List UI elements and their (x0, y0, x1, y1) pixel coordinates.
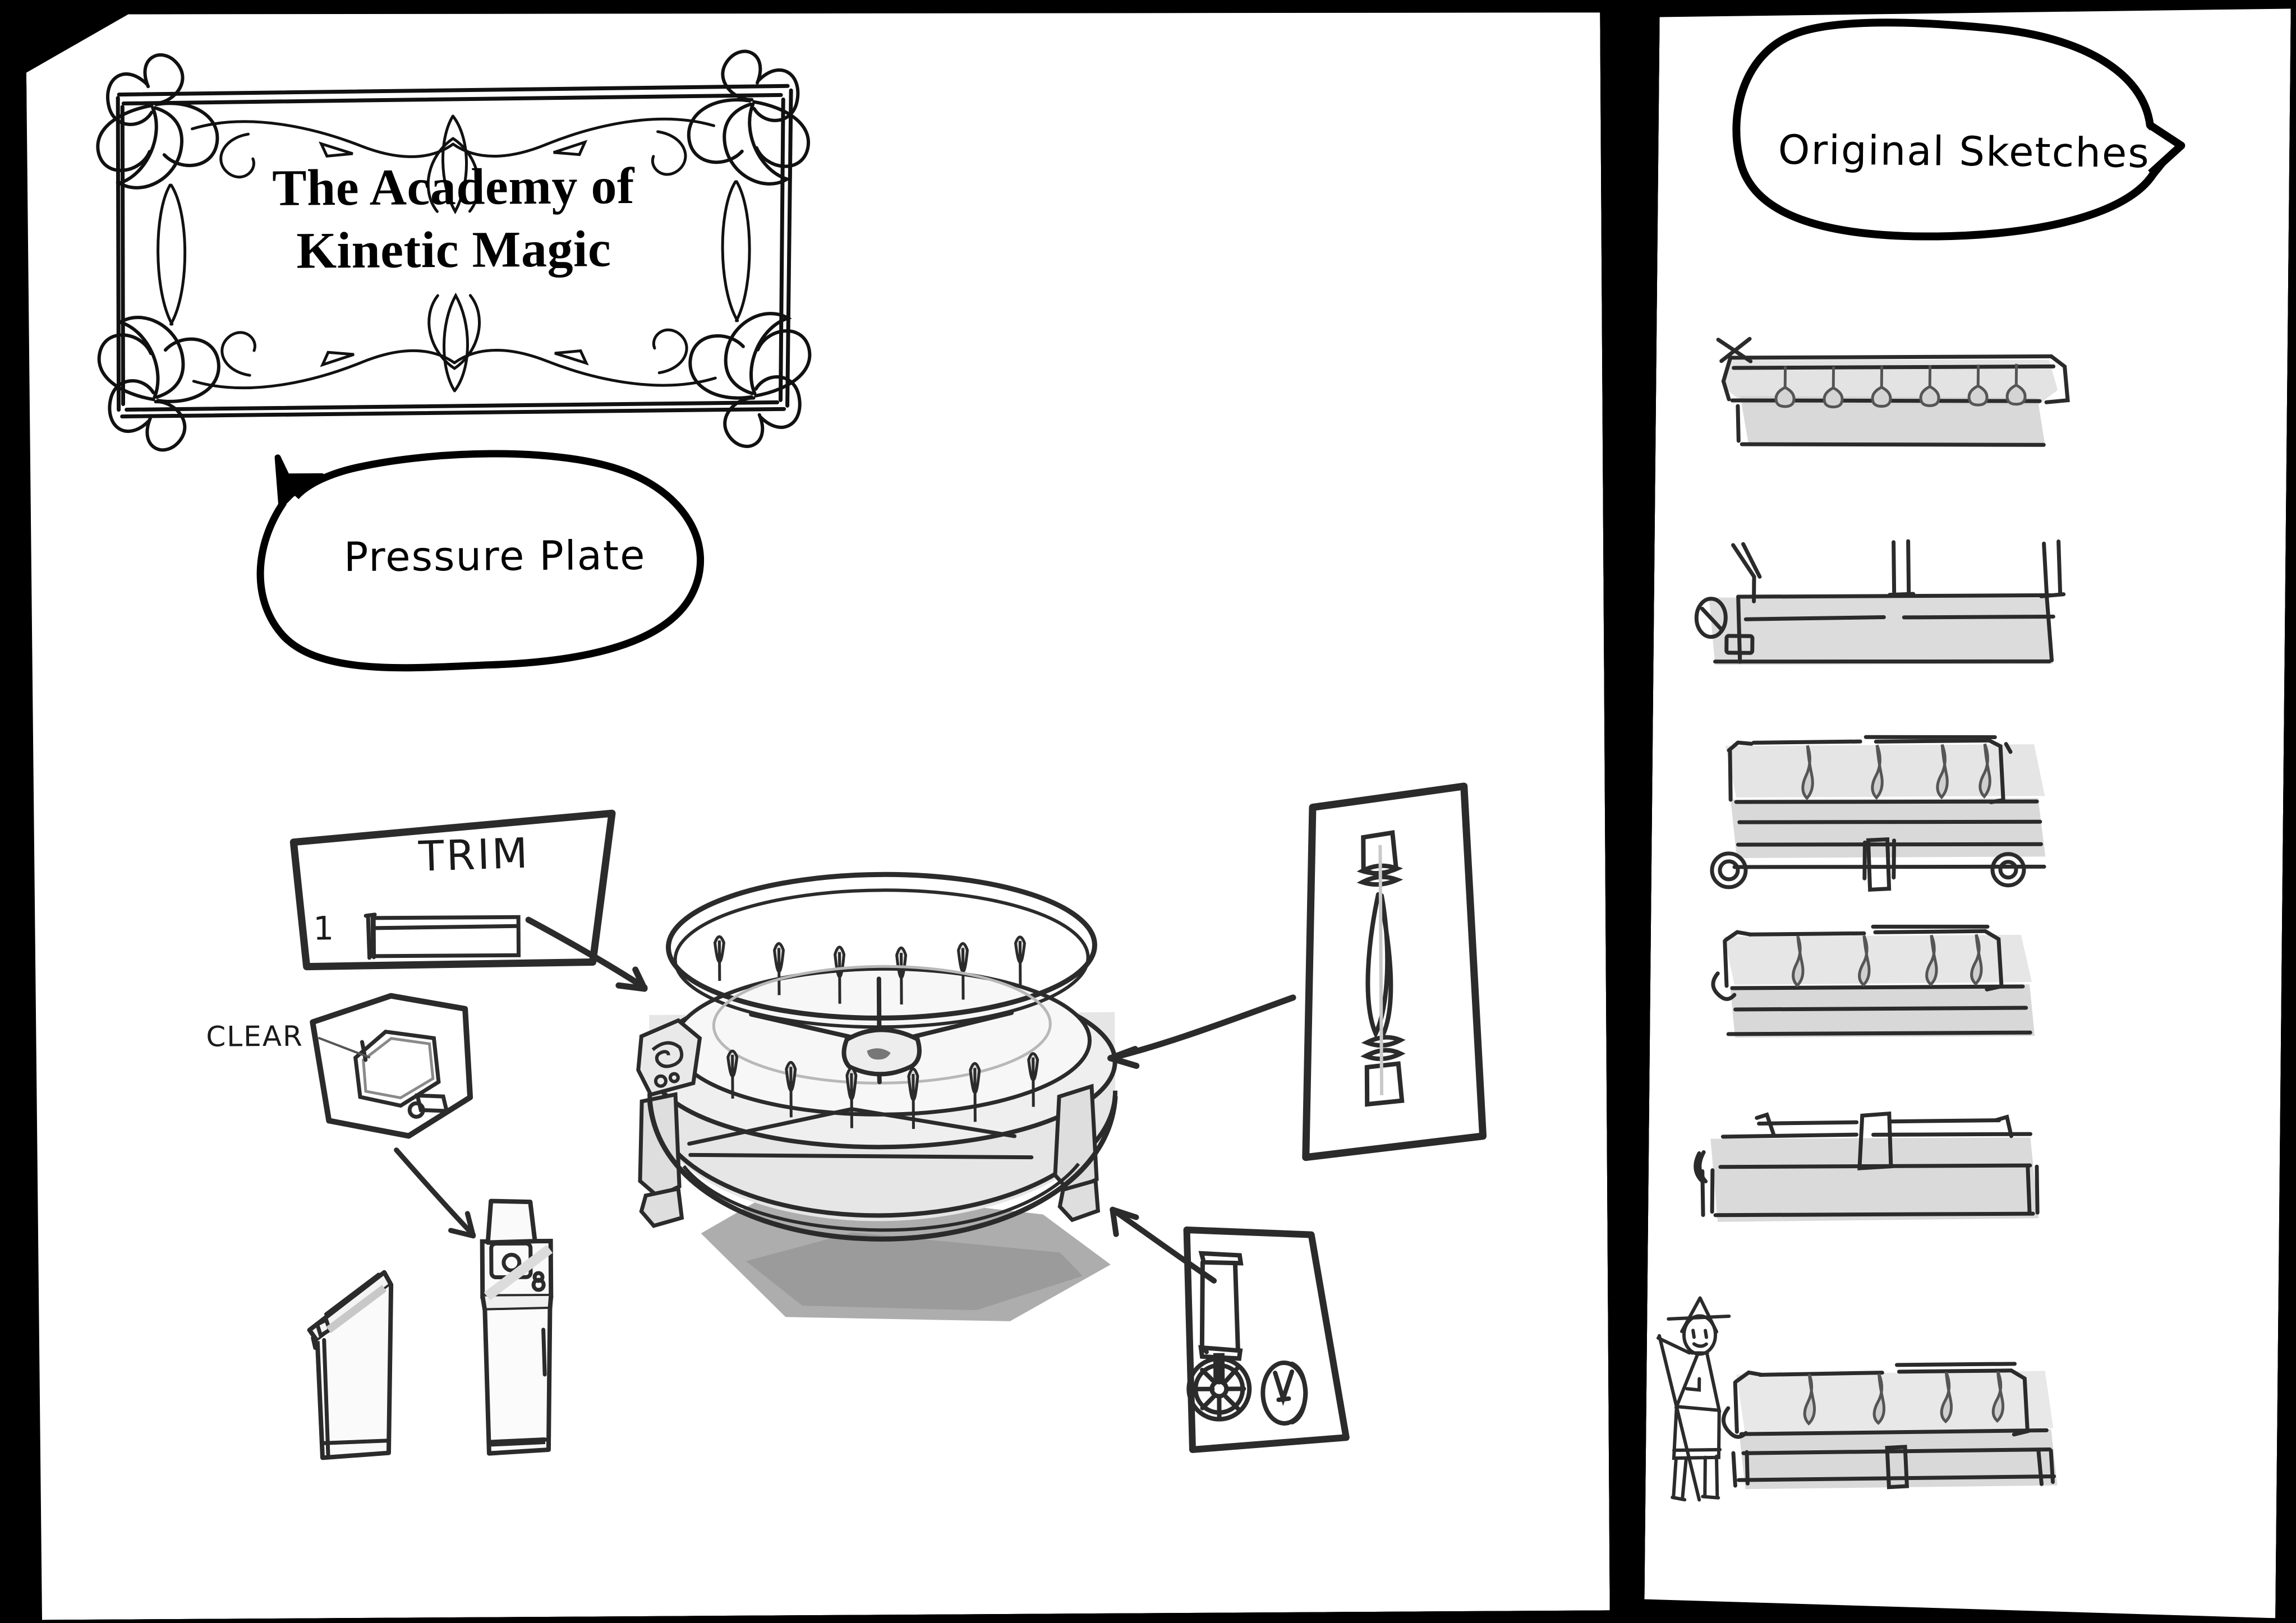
arrow-caster-to-platform (1093, 1202, 1223, 1287)
sketch-row-5 (1692, 1099, 2076, 1271)
main-pressure-plate-illustration (615, 872, 1151, 1357)
pedestal-lectern-sketch (295, 1229, 408, 1471)
arrow-trim-to-platform (525, 900, 767, 1030)
trim-callout-panel[interactable]: TRIM 1 (278, 796, 638, 989)
arrow-baluster-to-platform (1087, 960, 1329, 1102)
original-sketches-callout-bubble[interactable]: Original Sketches (1725, 15, 2204, 243)
clear-detail-panel[interactable] (301, 985, 482, 1144)
arrow-clear-to-pedestal (392, 1145, 494, 1252)
pressure-plate-callout-bubble[interactable]: Pressure Plate (247, 448, 742, 670)
pressure-plate-label: Pressure Plate (343, 531, 646, 581)
caster-detail-panel[interactable] (1184, 1227, 1365, 1469)
design-sheet-page: The Academy of Kinetic Magic Pressure Pl… (26, 5, 1609, 1620)
sketch-row-1 (1700, 328, 2083, 472)
sketch-row-4 (1694, 917, 2077, 1100)
console-pedestal-sketch (459, 1189, 573, 1470)
title-frame: The Academy of Kinetic Magic (80, 41, 828, 455)
trim-label: TRIM (417, 829, 531, 881)
baluster-detail-panel[interactable] (1296, 783, 1494, 1171)
sketch-row-6 (1650, 1284, 2101, 1552)
title-line-2: Kinetic Magic (296, 220, 611, 279)
sketch-row-2 (1698, 524, 2081, 702)
reference-sheet-page: Original Sketches (1644, 3, 2290, 1619)
page-title: The Academy of Kinetic Magic (80, 153, 827, 284)
clear-label: CLEAR (206, 1020, 303, 1053)
trim-item-number: 1 (313, 909, 334, 948)
sketch-row-3 (1696, 726, 2079, 915)
original-sketches-label: Original Sketches (1778, 126, 2151, 177)
title-line-1: The Academy of (272, 156, 635, 216)
